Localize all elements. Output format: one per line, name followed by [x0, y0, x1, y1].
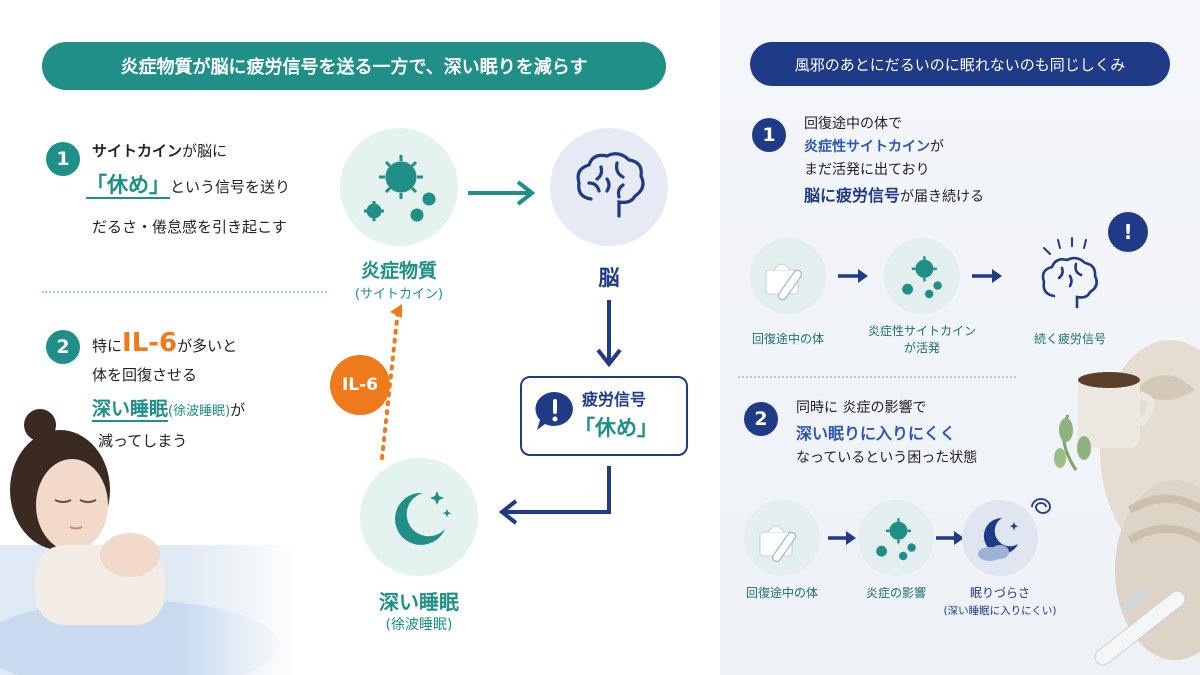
flow1-brain-icon	[1030, 232, 1120, 322]
arrow-right-icon	[468, 180, 538, 206]
right-point1-line1: 回復途中の体で	[804, 114, 902, 135]
right-point2-line3: なっているという困った状態	[796, 448, 977, 469]
brain-circle	[550, 128, 668, 246]
left-header: 炎症物質が脳に疲労信号を送る一方で、深い眠りを減らす	[42, 42, 666, 90]
rest-signal-text: 「休め」	[86, 173, 170, 199]
il6-badge: IL-6	[330, 355, 390, 415]
point1-line2: 「休め」という信号を送り	[86, 170, 290, 202]
right-point1-line3: まだ活発に出ており	[804, 160, 930, 181]
flow1-arrow1-icon	[838, 266, 870, 286]
flow2-inflammation-circle	[858, 500, 934, 576]
flow1-step3-label: 続く疲労信号	[1010, 330, 1130, 347]
flow1-step1-label: 回復途中の体	[728, 330, 848, 347]
slow-wave-text: (徐波睡眠)	[168, 404, 230, 419]
fatigue-signal-message: 「休め」	[574, 412, 658, 442]
flow1-cytokine-circle	[884, 238, 960, 314]
point2-number-badge: 2	[46, 330, 80, 364]
brain-label: 脳	[550, 262, 668, 292]
il6-text: IL-6	[122, 328, 177, 358]
flow2-step1-label: 回復途中の体	[722, 584, 842, 601]
right-point2-line2: 深い眠りに入りにくく	[796, 422, 956, 446]
point1-number-badge: 1	[46, 142, 80, 176]
point2-line3-c: が	[230, 401, 245, 419]
right-point1-number-badge: 1	[752, 118, 786, 152]
right-point1-line4: 脳に疲労信号が届き続ける	[804, 184, 984, 208]
dizzy-swirl-icon	[1026, 494, 1056, 520]
flow1-recovery-circle	[750, 238, 826, 314]
right-point1-line2: 炎症性サイトカインが	[804, 137, 944, 158]
flow2-step3-label: 眠りづらさ	[940, 584, 1060, 601]
inflammatory-label: 炎症物質	[340, 256, 458, 283]
inflammatory-cytokine-text: 炎症性サイトカイン	[804, 139, 930, 155]
flow1-step2-label-b: が活発	[852, 339, 992, 356]
sleep-label: 深い睡眠	[345, 586, 493, 615]
virus-small-icon-2	[866, 508, 926, 568]
right-point1-line4-rest: が届き続ける	[900, 189, 984, 205]
sleep-sublabel: (徐波睡眠)	[345, 614, 493, 634]
point1-line1-rest: が脳に	[182, 142, 227, 160]
arrow-down-icon	[596, 300, 622, 370]
right-header: 風邪のあとにだるいのに眠れないのも同じしくみ	[750, 42, 1170, 86]
moon-stars-icon	[379, 477, 459, 557]
flow2-step3-sublabel: (深い睡眠に入りにくい)	[920, 603, 1080, 618]
right-divider	[738, 376, 1016, 378]
cytokine-text: サイトカイン	[92, 142, 182, 160]
alert-icon: !	[1108, 212, 1148, 252]
right-point2-number-badge: 2	[744, 402, 778, 436]
divider	[42, 291, 327, 293]
point2-line2: 体を回復させる	[92, 364, 197, 387]
flow2-arrow1-icon	[828, 528, 858, 548]
point2-line1: 特にIL-6が多いと	[92, 324, 237, 363]
flow1-arrow2-icon	[972, 266, 1004, 286]
fatigue-signal-title: 疲労信号	[582, 386, 646, 410]
right-point2-line1: 同時に 炎症の影響で	[796, 398, 926, 419]
point1-line1: サイトカインが脳に	[92, 140, 227, 163]
blanket-cup-thermometer-illustration	[1040, 330, 1200, 675]
point2-line3: 深い睡眠(徐波睡眠)が	[92, 395, 245, 424]
flow2-step2-label: 炎症の影響	[836, 584, 956, 601]
arrow-return-icon	[496, 466, 622, 526]
point2-line1-c: が多いと	[177, 337, 237, 355]
virus-icon	[349, 137, 449, 237]
moon-cloud-icon	[970, 508, 1030, 568]
flow2-recovery-circle	[744, 500, 820, 576]
sleep-circle	[360, 458, 478, 576]
deep-sleep-text: 深い睡眠	[92, 398, 168, 422]
right-point1-line2-rest: が	[930, 139, 944, 155]
alert-bubble-icon	[533, 390, 577, 434]
tissue-thermometer-icon	[758, 246, 818, 306]
flow1-step2-label-a: 炎症性サイトカイン	[852, 322, 992, 339]
point1-line2-rest: という信号を送り	[170, 178, 290, 196]
inflammatory-circle	[340, 128, 458, 246]
brain-icon	[571, 149, 647, 225]
virus-small-icon	[892, 246, 952, 306]
point1-line3: だるさ・倦怠感を引き起こす	[92, 216, 287, 239]
brain-fatigue-signal-text: 脳に疲労信号	[804, 186, 900, 205]
tissue-thermometer-icon-2	[752, 508, 812, 568]
point2-line1-a: 特に	[92, 337, 122, 355]
point2-line4: 減ってしまう	[98, 430, 187, 453]
